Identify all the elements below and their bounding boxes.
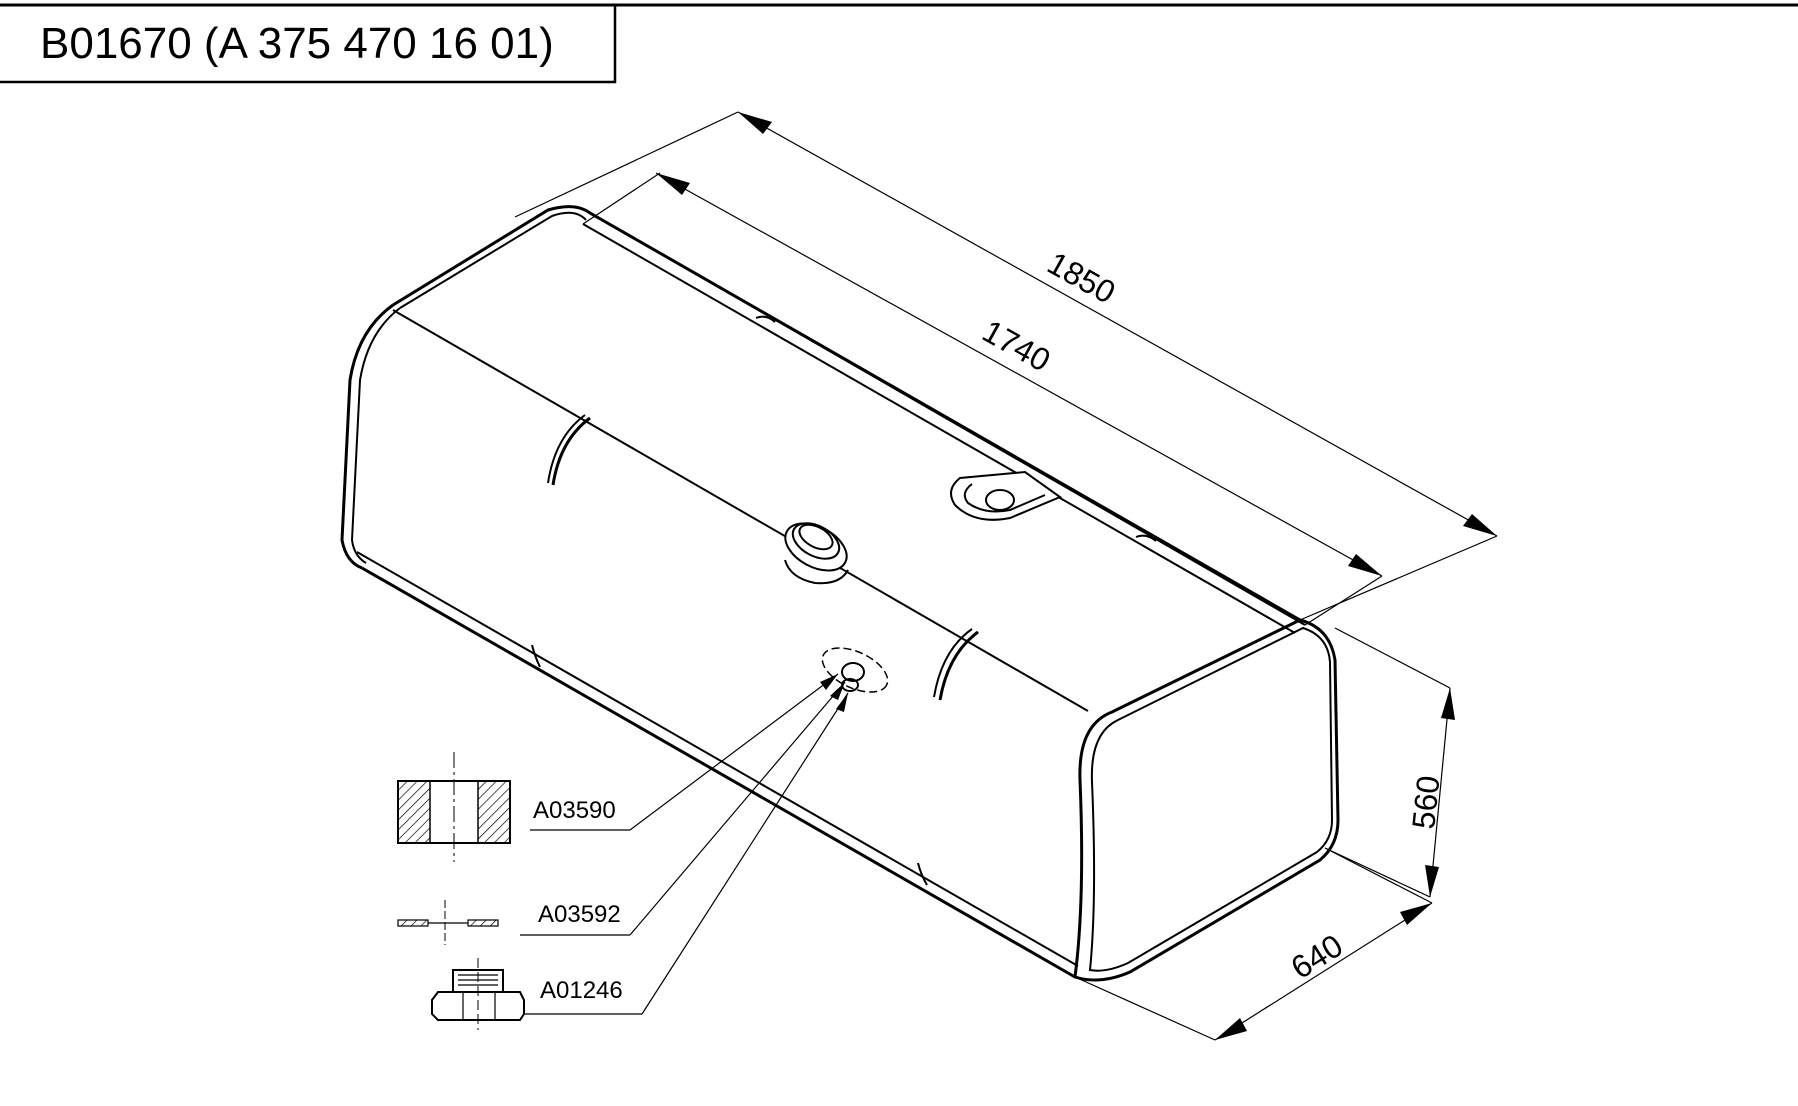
drain-plug (821, 647, 889, 693)
dimension-640-label: 640 (1285, 927, 1349, 986)
sender-flange (950, 470, 1063, 521)
strap-notch-1 (755, 315, 776, 323)
part-a03590: A03590 (397, 752, 616, 862)
tank-top-edge (392, 205, 1301, 622)
part-a01246: A01246 (431, 958, 623, 1030)
fuel-tank (340, 205, 1340, 982)
part-code-a03592: A03592 (538, 901, 621, 928)
right-end-face (1073, 618, 1340, 982)
strap-notch-4 (917, 862, 928, 886)
drawing-title: B01670 (A 375 470 16 01) (40, 19, 554, 68)
strap-notch-3 (531, 644, 541, 668)
left-end-cap (340, 303, 394, 570)
dimension-1740-label: 1740 (977, 313, 1057, 379)
leader-lines (520, 673, 849, 1015)
dimension-560-label: 560 (1405, 774, 1446, 831)
dimension-640: 640 (1074, 847, 1433, 1041)
title-block: B01670 (A 375 470 16 01) (0, 3, 1798, 84)
tank-bottom-edge (361, 566, 1076, 979)
part-code-a01246: A01246 (540, 977, 623, 1004)
part-code-a03590: A03590 (533, 797, 616, 824)
dimension-560: 560 (1324, 627, 1455, 898)
strap-groove-2 (938, 630, 979, 701)
part-a03592: A03592 (397, 900, 621, 945)
filler-neck (784, 522, 849, 585)
dimension-1740: 1740 (582, 172, 1383, 626)
title-box (0, 3, 617, 84)
dimension-1850-label: 1850 (1042, 245, 1122, 311)
strap-groove-1 (551, 416, 591, 486)
strap-notch-2 (1135, 534, 1157, 542)
dimension-1850: 1850 (514, 111, 1498, 621)
